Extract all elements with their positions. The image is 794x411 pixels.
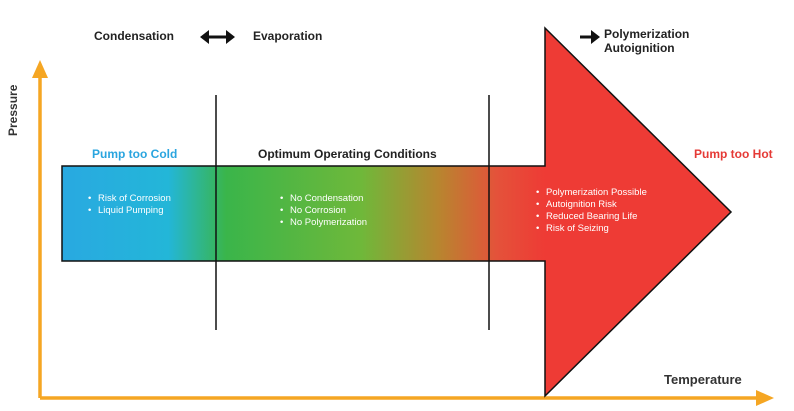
temperature-axis bbox=[40, 390, 774, 406]
double-arrow-icon bbox=[200, 30, 235, 44]
list-item: Liquid Pumping bbox=[88, 205, 171, 217]
cold-bullet-list: Risk of Corrosion Liquid Pumping bbox=[88, 193, 171, 217]
temperature-axis-arrowhead bbox=[756, 390, 774, 406]
operating-range-arrow bbox=[61, 26, 733, 398]
list-item: No Condensation bbox=[280, 193, 367, 205]
temperature-axis-label: Temperature bbox=[664, 372, 742, 387]
condensation-label: Condensation bbox=[94, 29, 174, 43]
zone-title-cold: Pump too Cold bbox=[92, 147, 178, 161]
zone-title-hot: Pump too Hot bbox=[694, 147, 773, 161]
list-item: Polymerization Possible bbox=[536, 187, 647, 199]
autoignition-label: Autoignition bbox=[604, 41, 675, 55]
polymerization-label: Polymerization bbox=[604, 27, 690, 41]
pressure-axis-label: Pressure bbox=[6, 84, 20, 136]
list-item: Reduced Bearing Life bbox=[536, 211, 647, 223]
list-item: Risk of Corrosion bbox=[88, 193, 171, 205]
list-item: No Corrosion bbox=[280, 205, 367, 217]
hot-bullet-list: Polymerization Possible Autoignition Ris… bbox=[536, 187, 647, 235]
list-item: Risk of Seizing bbox=[536, 223, 647, 235]
list-item: Autoignition Risk bbox=[536, 199, 647, 211]
optimum-bullet-list: No Condensation No Corrosion No Polymeri… bbox=[280, 193, 367, 229]
list-item: No Polymerization bbox=[280, 217, 367, 229]
pressure-axis-arrowhead bbox=[32, 60, 48, 78]
right-arrow-icon bbox=[580, 30, 600, 44]
evaporation-label: Evaporation bbox=[253, 29, 323, 43]
zone-title-optimum: Optimum Operating Conditions bbox=[258, 147, 437, 161]
pressure-axis bbox=[32, 60, 48, 398]
